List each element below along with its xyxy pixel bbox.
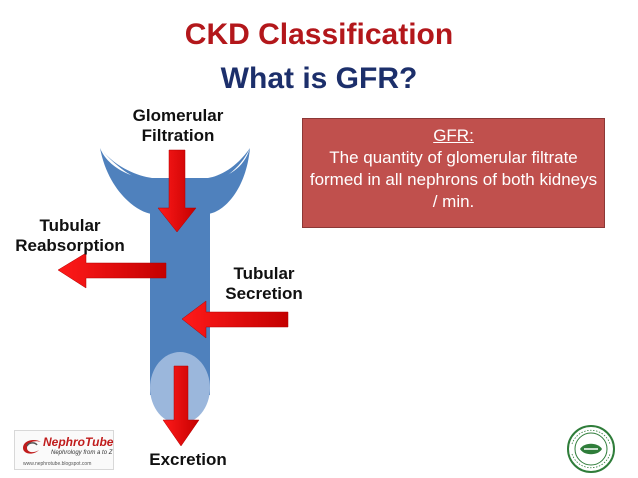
tubular-secretion-label: Tubular Secretion <box>214 264 314 304</box>
tubular-reab-label-line2: Reabsorption <box>15 236 125 255</box>
nephrotube-logo: NephroTube Nephrology from a to Z www.ne… <box>14 430 114 470</box>
glomerular-label-line1: Glomerular <box>132 106 224 125</box>
nephrotube-swirl-icon <box>23 440 41 454</box>
slide-subtitle: What is GFR? <box>220 62 418 95</box>
gfr-definition-box: GFR: The quantity of glomerular filtrate… <box>302 118 605 228</box>
excretion-arrow <box>162 365 200 447</box>
glomerular-filtration-label: Glomerular Filtration <box>118 106 238 146</box>
glomerular-label-line2: Filtration <box>141 126 215 145</box>
excretion-label: Excretion <box>149 450 227 469</box>
gfr-heading: GFR: <box>433 126 474 145</box>
nephrotube-tagline: Nephrology from a to Z <box>51 450 113 456</box>
nephrotube-brand: NephroTube <box>43 435 114 449</box>
tubular-secretion-arrow <box>181 300 289 339</box>
nephrotube-url: www.nephrotube.blogspot.com <box>23 461 92 467</box>
kuc-seal-logo <box>567 425 615 473</box>
tubular-reabsorption-arrow <box>57 252 167 289</box>
tubular-reabsorption-label: Tubular Reabsorption <box>6 216 134 256</box>
glomerular-filtration-arrow <box>157 149 197 233</box>
gfr-definition-text: The quantity of glomerular filtrate form… <box>309 148 598 211</box>
tubular-sec-label-line1: Tubular <box>233 264 295 283</box>
tubular-sec-label-line2: Secretion <box>225 284 303 303</box>
tubular-reab-label-line1: Tubular <box>39 216 101 235</box>
slide-title: CKD Classification <box>184 18 454 51</box>
